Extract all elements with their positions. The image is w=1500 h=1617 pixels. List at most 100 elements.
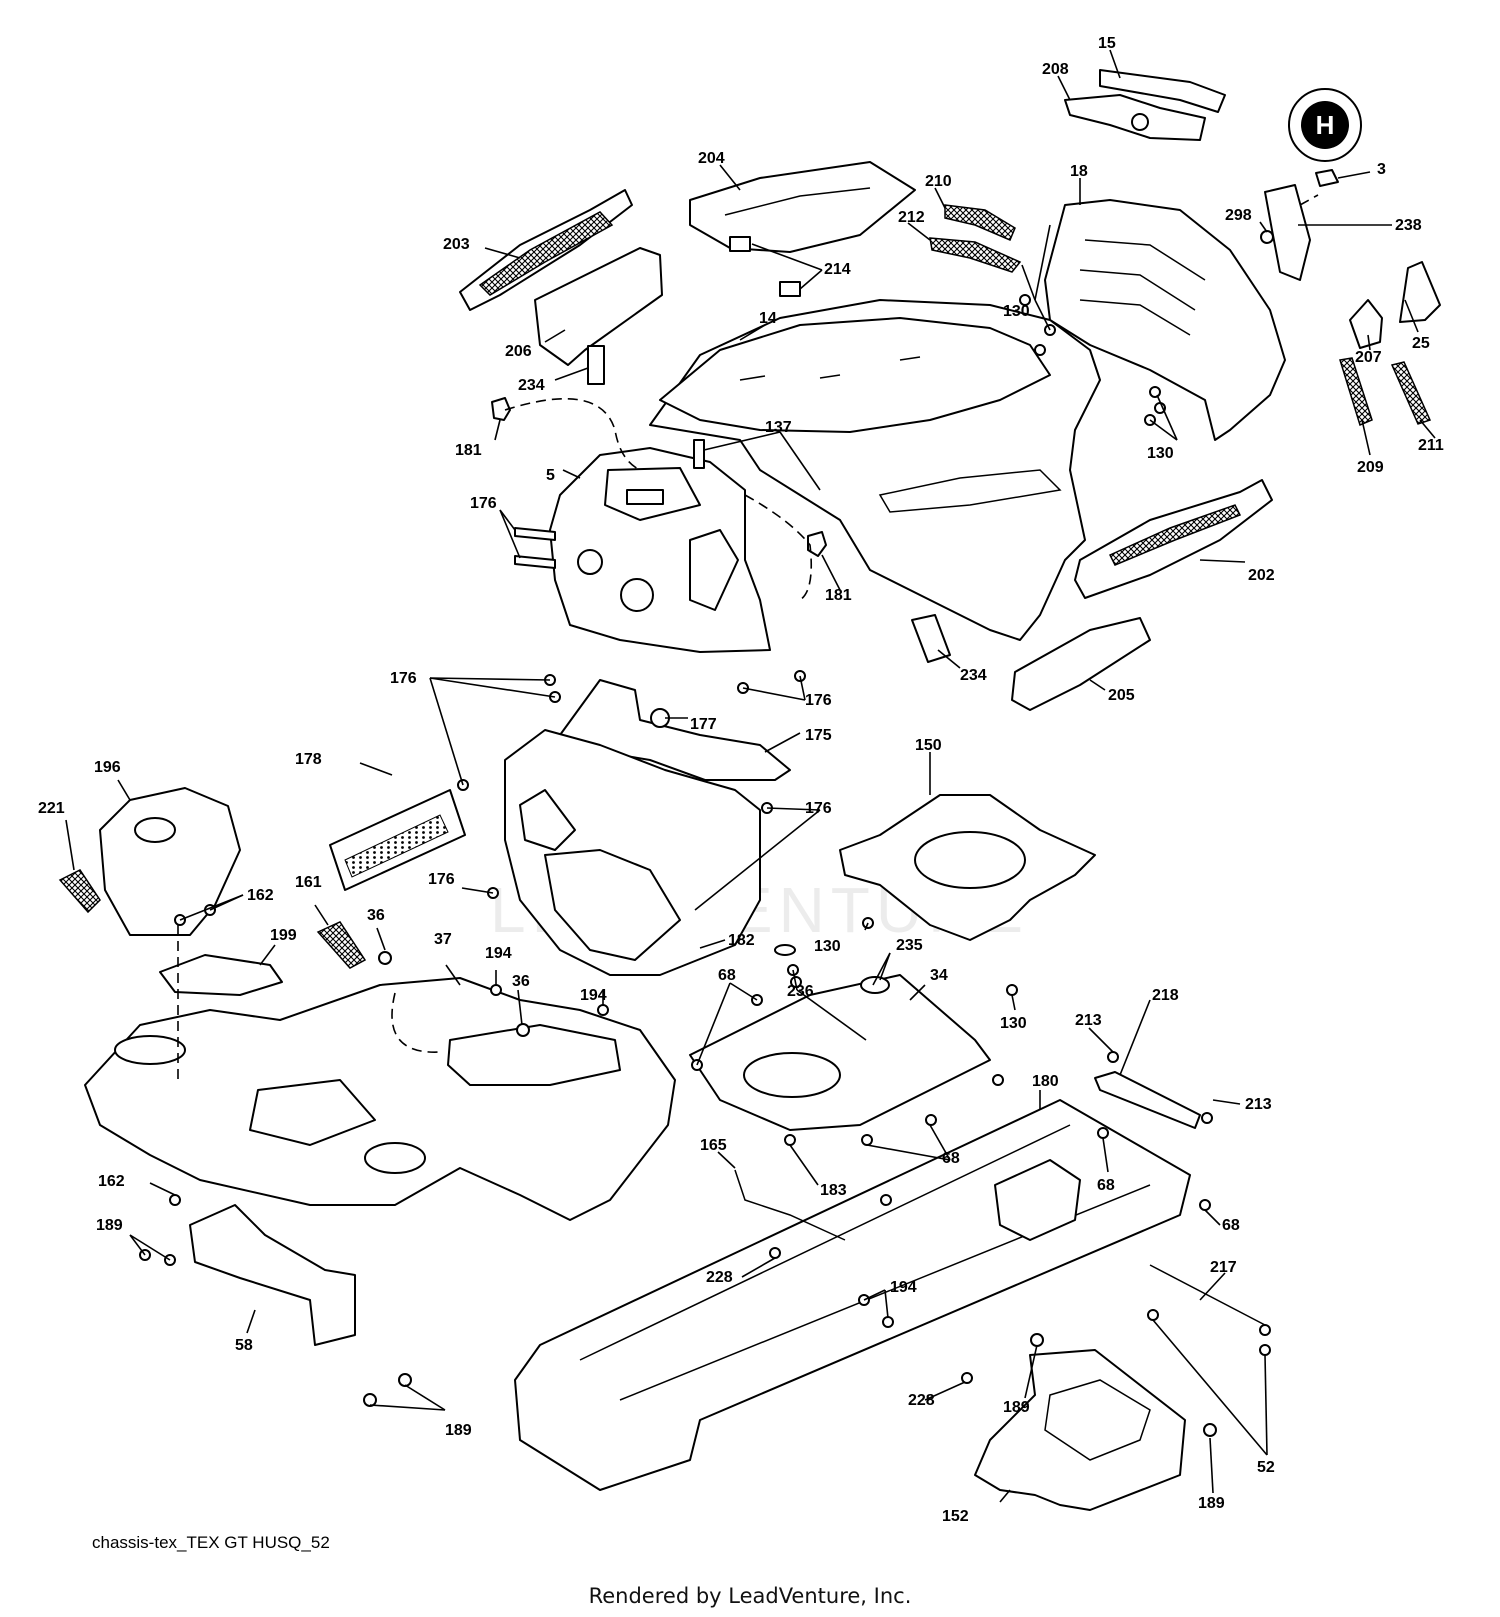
part-137-pin: [693, 439, 705, 469]
callout-176-lower-right: 176: [805, 800, 832, 817]
callout-189-left: 189: [96, 1217, 123, 1234]
part-206-bracket: [534, 247, 663, 366]
callout-218: 218: [1152, 987, 1179, 1004]
part-221-decal: [58, 869, 101, 914]
callout-214: 214: [824, 261, 851, 278]
callout-68-upper: 68: [718, 967, 736, 984]
part-34-plate: [689, 974, 991, 1131]
part-234-strip-a: [587, 345, 605, 385]
part-217-rod: [1149, 1264, 1266, 1326]
render-credit: Rendered by LeadVenture, Inc.: [588, 1584, 912, 1608]
part-218-bracket: [1094, 1071, 1201, 1129]
callout-137: 137: [765, 419, 792, 436]
leader-lines: [65, 49, 1436, 1503]
callout-204: 204: [698, 150, 725, 167]
part-214-clip-a: [729, 236, 751, 252]
callout-176-upper: 176: [470, 495, 497, 512]
part-58-bracket: [189, 1204, 356, 1346]
part-210-insert: [944, 204, 1016, 241]
part-165-link: [734, 1169, 846, 1241]
callout-217: 217: [1210, 1259, 1237, 1276]
callout-68-right-upper: 68: [1097, 1177, 1115, 1194]
callout-235: 235: [896, 937, 923, 954]
logo-letter: H: [1316, 110, 1335, 140]
part-14-hood-lid: [659, 317, 1051, 433]
part-199-plate: [159, 954, 283, 996]
part-3-emblem: [1315, 169, 1339, 187]
callout-228-lower: 228: [908, 1392, 935, 1409]
callout-182: 182: [728, 932, 755, 949]
callout-210: 210: [925, 173, 952, 190]
callout-194-left: 194: [485, 945, 512, 962]
callout-234-upper: 234: [518, 377, 545, 394]
callout-68-right-lower: 68: [1222, 1217, 1240, 1234]
callout-37: 37: [434, 931, 452, 948]
callout-176-mid-left: 176: [390, 670, 417, 687]
callout-211: 211: [1418, 437, 1444, 454]
part-161-guard: [316, 921, 367, 969]
callout-189-right-lower: 189: [1198, 1495, 1225, 1512]
part-37-cutout: [249, 1079, 376, 1146]
callout-176-lower-left: 176: [428, 871, 455, 888]
diagram-caption: chassis-tex_TEX GT HUSQ_52: [92, 1533, 330, 1552]
callout-177: 177: [690, 716, 717, 733]
callout-213-lower: 213: [1245, 1096, 1272, 1113]
part-150-hole: [914, 831, 1026, 889]
callout-194-mid: 194: [580, 987, 607, 1004]
callout-152: 152: [942, 1508, 969, 1525]
callout-238: 238: [1395, 217, 1422, 234]
part-207-lamp: [1349, 299, 1383, 349]
part-204-panel: [689, 161, 916, 253]
part-5-gauge-hole: [620, 578, 654, 612]
part-208-lamp: [1131, 113, 1149, 131]
part-209-grille: [1339, 357, 1373, 427]
part-211-grille: [1390, 361, 1432, 425]
callout-130-lower: 130: [1000, 1015, 1027, 1032]
callout-228-upper: 228: [706, 1269, 733, 1286]
part-181-grommet-b: [807, 531, 827, 557]
callout-207: 207: [1355, 349, 1382, 366]
callout-202: 202: [1248, 567, 1275, 584]
hardware: [139, 294, 1271, 1437]
callout-194-lower: 194: [890, 1279, 917, 1296]
callout-205: 205: [1108, 687, 1135, 704]
callout-181-left: 181: [455, 442, 482, 459]
callout-181-right: 181: [825, 587, 852, 604]
callout-68-lower: 68: [942, 1150, 960, 1167]
callout-212: 212: [898, 209, 925, 226]
callout-236: 236: [787, 983, 814, 1000]
callout-25: 25: [1412, 335, 1430, 352]
callout-labels: 15 208 204 210 18 3 298 238 203 212 214 …: [38, 35, 1444, 1525]
part-15-trim: [1099, 69, 1226, 113]
callout-36-mid: 36: [512, 973, 530, 990]
callout-161: 161: [295, 874, 322, 891]
callout-130-right: 130: [1147, 445, 1174, 462]
callout-130-upper: 130: [1003, 303, 1030, 320]
part-37-deck: [84, 977, 676, 1221]
part-181-grommet-a: [491, 397, 511, 421]
callout-189-left-lower: 189: [445, 1422, 472, 1439]
callout-234-lower: 234: [960, 667, 987, 684]
callout-183: 183: [820, 1182, 847, 1199]
part-175-plate: [559, 679, 791, 781]
part-214-clip-b: [779, 281, 801, 297]
part-37-seat-opening: [447, 1024, 621, 1086]
callout-36-left: 36: [367, 907, 385, 924]
callout-175: 175: [805, 727, 832, 744]
callout-196: 196: [94, 759, 121, 776]
callout-209: 209: [1357, 459, 1384, 476]
callout-162-lower: 162: [98, 1173, 125, 1190]
part-180-box: [994, 1159, 1081, 1241]
part-205-trim: [1011, 617, 1151, 711]
callout-15: 15: [1098, 35, 1116, 52]
part-238-side-cover: [1264, 184, 1311, 281]
part-196-seat: [99, 787, 241, 936]
callout-18: 18: [1070, 163, 1088, 180]
callout-162-upper: 162: [247, 887, 274, 904]
callout-58: 58: [235, 1337, 253, 1354]
callout-130-mid: 130: [814, 938, 841, 955]
part-152-shield: [974, 1349, 1186, 1511]
callout-298: 298: [1225, 207, 1252, 224]
callout-180: 180: [1032, 1073, 1059, 1090]
part-212-insert: [929, 237, 1022, 273]
